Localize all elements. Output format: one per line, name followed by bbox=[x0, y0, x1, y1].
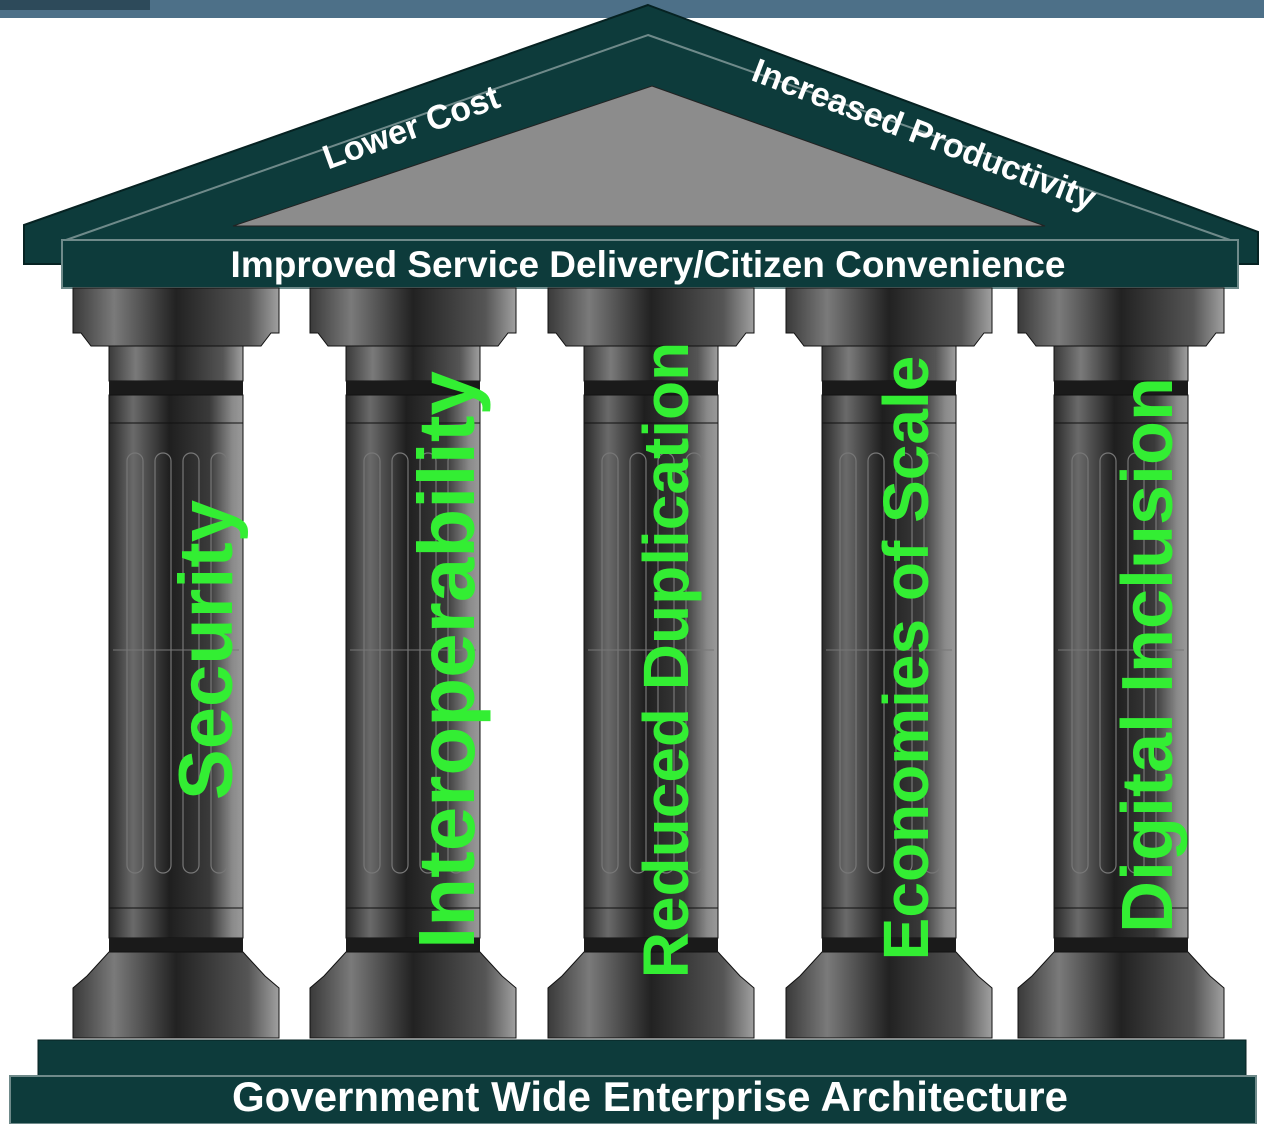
header-logo-fragment bbox=[0, 0, 150, 10]
pillar-label-interoperability: Interoperability bbox=[402, 371, 491, 949]
roof bbox=[23, 3, 1259, 289]
pediment bbox=[232, 85, 1046, 227]
foundation bbox=[9, 1039, 1257, 1124]
entablature-beam bbox=[61, 239, 1239, 289]
beam-label: Improved Service Delivery/Citizen Conven… bbox=[231, 244, 1066, 285]
header-bar bbox=[0, 0, 1264, 18]
pillar-label-economies-of-scale: Economies of Scale bbox=[870, 356, 942, 961]
pillar-label-reduced-duplication: Reduced Duplication bbox=[630, 342, 702, 979]
foundation-label: Government Wide Enterprise Architecture bbox=[232, 1073, 1068, 1120]
pillar-label-security: Security bbox=[164, 500, 249, 800]
pillar-label-digital-inclusion: Digital Inclusion bbox=[1108, 377, 1188, 933]
